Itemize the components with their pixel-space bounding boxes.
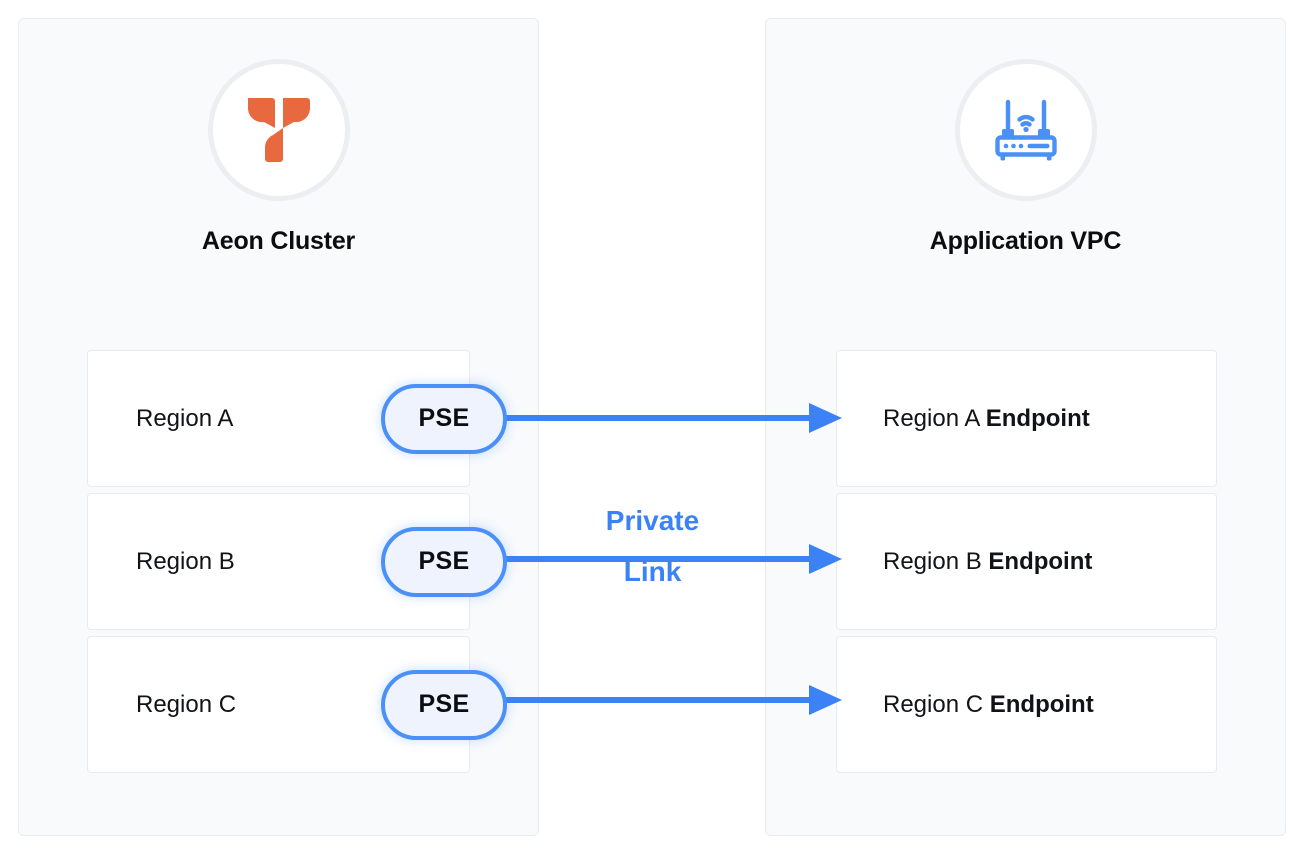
endpoint-label-b-bold: Endpoint bbox=[988, 547, 1093, 575]
pse-node-a-label: PSE bbox=[418, 404, 470, 432]
endpoint-label-a: Region A Endpoint bbox=[883, 405, 1090, 433]
region-row-b-left[interactable]: Region B PSE bbox=[87, 493, 507, 630]
endpoint-label-c-bold: Endpoint bbox=[989, 690, 1094, 718]
region-label-b: Region B bbox=[136, 547, 235, 575]
endpoint-label-b-prefix: Region B bbox=[883, 547, 989, 575]
application-vpc-header: Application VPC bbox=[766, 59, 1285, 256]
endpoint-label-a-bold: Endpoint bbox=[985, 404, 1090, 432]
application-vpc-title: Application VPC bbox=[929, 227, 1122, 255]
application-vpc-panel: Application VPC Region A Endpoint Region… bbox=[765, 18, 1286, 836]
aeon-cluster-panel: Aeon Cluster Region A PSE Region B PSE R… bbox=[18, 18, 539, 836]
endpoint-label-b: Region B Endpoint bbox=[883, 548, 1092, 576]
pse-node-c[interactable]: PSE bbox=[381, 669, 507, 740]
aeon-logo-icon-container bbox=[207, 59, 350, 201]
region-row-c-left[interactable]: Region C PSE bbox=[87, 636, 507, 773]
endpoint-label-c: Region C Endpoint bbox=[883, 691, 1094, 719]
region-label-c: Region C bbox=[136, 690, 237, 718]
router-wifi-icon-container bbox=[954, 59, 1097, 201]
aeon-logo-icon bbox=[247, 98, 310, 162]
endpoint-row-b[interactable]: Region B Endpoint bbox=[836, 493, 1217, 630]
pse-node-b-label: PSE bbox=[418, 547, 470, 575]
endpoint-label-a-prefix: Region A bbox=[883, 404, 986, 432]
endpoint-row-a[interactable]: Region A Endpoint bbox=[836, 350, 1217, 487]
aeon-cluster-header: Aeon Cluster bbox=[19, 59, 538, 256]
aeon-region-list: Region A PSE Region B PSE Region C PSE bbox=[19, 350, 538, 779]
region-row-a-left[interactable]: Region A PSE bbox=[87, 350, 507, 487]
endpoint-row-c[interactable]: Region C Endpoint bbox=[836, 636, 1217, 773]
router-wifi-icon bbox=[994, 99, 1057, 161]
pse-node-b[interactable]: PSE bbox=[381, 526, 507, 597]
pse-node-a[interactable]: PSE bbox=[381, 383, 507, 454]
vpc-endpoint-list: Region A Endpoint Region B Endpoint Regi… bbox=[766, 350, 1285, 779]
region-label-a: Region A bbox=[136, 404, 234, 432]
aeon-cluster-title: Aeon Cluster bbox=[201, 227, 356, 255]
pse-node-c-label: PSE bbox=[418, 690, 470, 718]
private-link-caption-line1: Private bbox=[605, 505, 700, 536]
endpoint-label-c-prefix: Region C bbox=[883, 690, 990, 718]
